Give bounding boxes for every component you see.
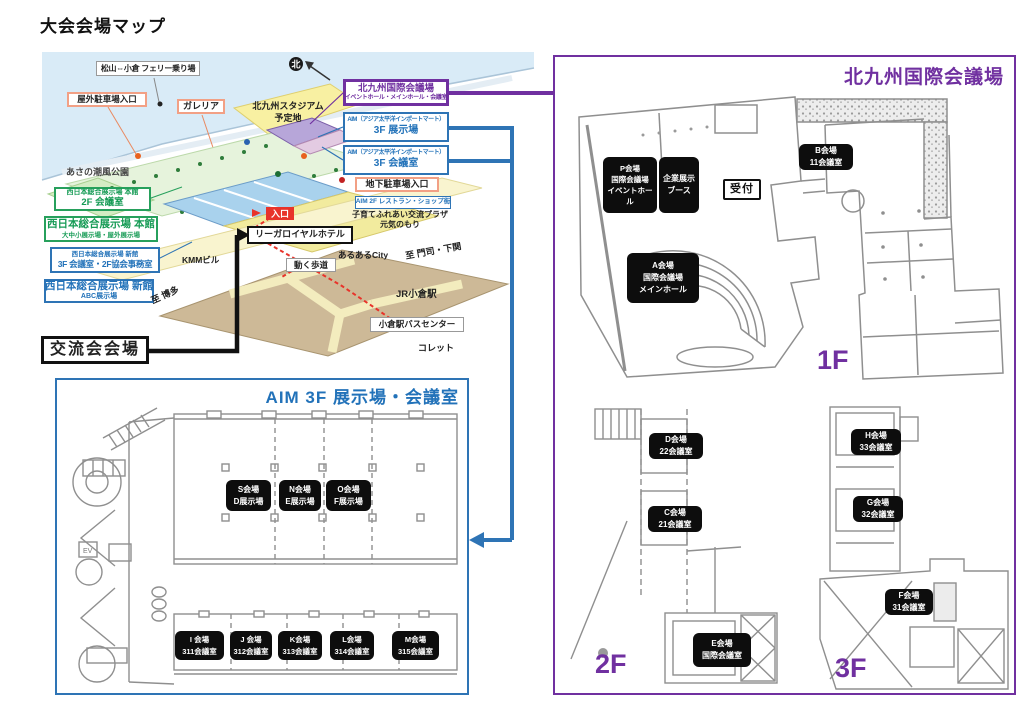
floor-2f-label: 2F <box>595 649 627 679</box>
conference-center-panel: 北九州国際会議場 <box>553 55 1016 695</box>
svg-text:EV: EV <box>83 548 93 555</box>
floor-3f-label: 3F <box>835 653 867 683</box>
booth-label: 企業展示 ブース <box>659 157 699 213</box>
north-compass-icon: 北 <box>289 57 331 81</box>
kokusai-kaigijo-box: 北九州国際会議場 イベントホール・メインホール・会議室 <box>343 79 449 106</box>
venue-m-label: M会場 315会議室 <box>392 631 439 660</box>
stadium-label: 北九州スタジアム 予定地 <box>252 101 324 123</box>
rihga-hotel-label: リーガロイヤルホテル <box>247 226 353 244</box>
kmm-label: KMMビル <box>182 255 220 265</box>
jr-station-building <box>158 249 510 357</box>
aim-3f-exhibit-box: AIM（アジア太平洋インポートマート） 3F 展示場 <box>343 112 449 142</box>
aim-panel-title: AIM 3F 展示場・会議室 <box>265 388 459 407</box>
conference-center-title: 北九州国際会議場 <box>843 67 1004 88</box>
exchange-venue-label: 交流会会場 <box>41 336 149 364</box>
jr-kokura-label: JR小倉駅 <box>396 289 437 300</box>
venue-f-label: F会場 31会議室 <box>885 589 933 615</box>
outdoor-parking-label: 屋外駐車場入口 <box>67 92 147 107</box>
floorplan-1f <box>578 96 1004 380</box>
venue-c-label: C会場 21会議室 <box>648 506 702 532</box>
page-title: 大会会場マップ <box>40 17 166 36</box>
exchange-venue-connector <box>148 235 240 354</box>
walkway-label: 動く歩道 <box>286 258 336 272</box>
venue-d-label: D会場 22会議室 <box>649 433 703 459</box>
honkan-label: 西日本総合展示場 本館 大中小展示場・屋外展示場 <box>44 216 158 242</box>
aim-panel: AIM 3F 展示場・会議室 EV <box>55 378 469 695</box>
venue-l-label: L会場 314会議室 <box>330 631 374 660</box>
venue-s-label: S会場 D展示場 <box>226 480 271 511</box>
shinkan-abc-label: 西日本総合展示場 新館 ABC展示場 <box>44 279 154 303</box>
blue-connector-arrow <box>469 532 484 548</box>
reception-label: 受付 <box>723 179 761 200</box>
venue-h-label: H会場 33会議室 <box>851 429 901 455</box>
floorplan-aim-3f: EV <box>72 407 458 685</box>
aim-2f-shops-label: AIM 2F レストラン・ショップ街 <box>355 196 451 209</box>
underground-parking-label: 地下駐車場入口 <box>355 177 439 192</box>
kosodate-label: 子育てふれあい交流プラザ 元気のもり <box>352 210 448 230</box>
honkan-2f-label: 西日本総合展示場 本館 2F 会議室 <box>54 187 151 211</box>
aruaru-city-label: あるあるCity <box>338 250 389 260</box>
floorplan-3f <box>819 406 1009 690</box>
venue-g-label: G会場 32会議室 <box>853 496 903 522</box>
venue-n-label: N会場 E展示場 <box>279 480 321 511</box>
aim-3f-meeting-box: AIM（アジア太平洋インポートマート） 3F 会議室 <box>343 145 449 175</box>
venue-a-label: A会場 国際会議場 メインホール <box>627 253 699 303</box>
ferry-label: 松山⇔小倉 フェリー乗り場 <box>96 61 200 76</box>
venue-e-label: E会場 国際会議室 <box>693 633 751 667</box>
venue-i-label: I 会場 311会議室 <box>175 631 224 660</box>
venue-k-label: K会場 313会議室 <box>278 631 322 660</box>
venue-p-label: P会場 国際会議場 イベントホール <box>603 157 657 213</box>
shinkan-3f-label: 西日本総合展示場 新館 3F 会議室・2F協会事務室 <box>50 247 160 273</box>
blue-connector <box>449 126 514 542</box>
colette-label: コレット <box>418 343 455 353</box>
park-label: あさの潮風公園 <box>66 167 130 177</box>
galleria-label: ガレリア <box>177 99 225 114</box>
entrance-label: 入口 <box>266 207 294 220</box>
floor-1f-label: 1F <box>817 345 849 375</box>
venue-j-label: J 会場 312会議室 <box>230 631 272 660</box>
venue-b-label: B会場 11会議室 <box>799 144 853 170</box>
venue-o-label: O会場 F展示場 <box>326 480 371 511</box>
svg-text:北: 北 <box>291 59 300 70</box>
bus-center-label: 小倉駅バスセンター <box>370 317 464 332</box>
